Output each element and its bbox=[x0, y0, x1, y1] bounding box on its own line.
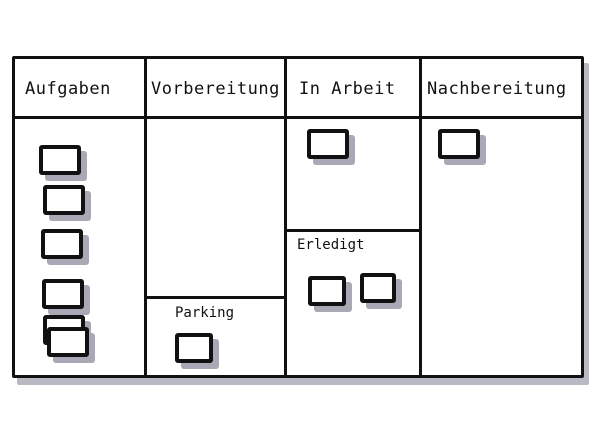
task-card[interactable] bbox=[47, 327, 89, 357]
column-header-aufgaben: Aufgaben bbox=[25, 79, 111, 99]
task-card[interactable] bbox=[308, 276, 346, 306]
task-card[interactable] bbox=[307, 129, 349, 159]
column-header-vorbereitung: Vorbereitung bbox=[151, 79, 280, 99]
parking-label: Parking bbox=[175, 305, 235, 321]
column-divider bbox=[144, 59, 147, 375]
column-header-in-arbeit: In Arbeit bbox=[299, 79, 396, 99]
task-card[interactable] bbox=[39, 145, 81, 175]
erledigt-divider bbox=[287, 229, 419, 232]
task-card[interactable] bbox=[43, 185, 85, 215]
column-header-nachbereitung: Nachbereitung bbox=[427, 79, 567, 99]
task-card[interactable] bbox=[175, 333, 213, 363]
task-card[interactable] bbox=[42, 279, 84, 309]
parking-divider bbox=[147, 296, 284, 299]
kanban-board: Aufgaben Vorbereitung In Arbeit Nachbere… bbox=[12, 56, 584, 378]
task-card[interactable] bbox=[360, 273, 396, 303]
column-divider bbox=[284, 59, 287, 375]
header-divider bbox=[15, 116, 581, 119]
column-divider bbox=[419, 59, 422, 375]
task-card[interactable] bbox=[41, 229, 83, 259]
erledigt-label: Erledigt bbox=[297, 237, 365, 253]
task-card[interactable] bbox=[438, 129, 480, 159]
